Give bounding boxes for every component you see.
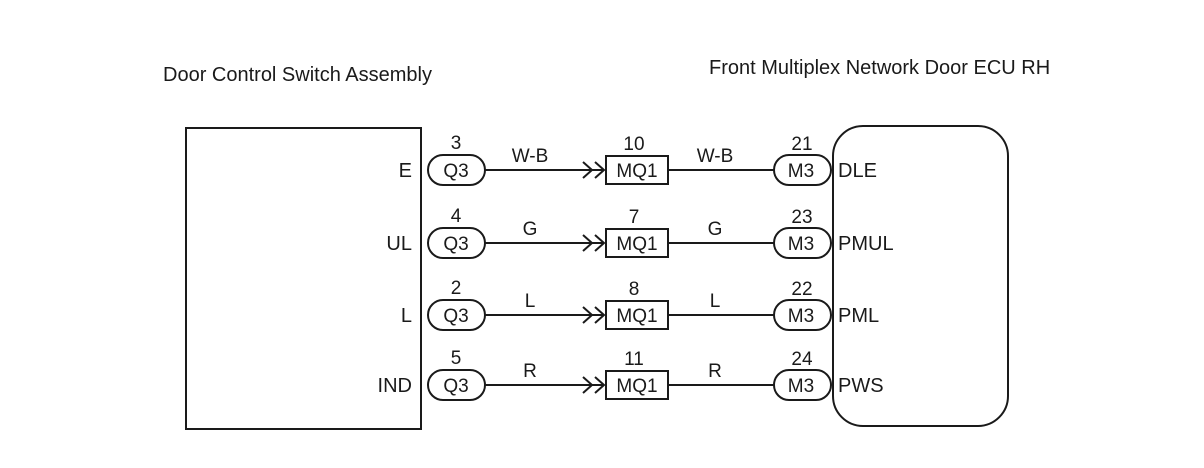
left-pin-number: 5 [451,348,462,369]
left-pin-label: E [399,160,412,182]
junction-pin-number: 8 [629,279,640,300]
left-pin-label: L [401,305,412,327]
left-pin-number: 3 [451,133,462,154]
junction-chevron-icon [594,306,606,324]
wire-color-left: G [523,219,538,240]
wire-color-right: L [710,291,721,312]
right-connector-label: M3 [788,306,814,327]
right-connector-label: M3 [788,234,814,255]
junction-pin-number: 10 [623,134,644,155]
junction-connector-label: MQ1 [616,376,657,397]
wire-color-left: L [525,291,536,312]
right-pin-number: 23 [791,207,812,228]
left-component-title: Door Control Switch Assembly [163,64,432,86]
left-connector-label: Q3 [443,306,468,327]
junction-connector-label: MQ1 [616,234,657,255]
left-connector-label: Q3 [443,161,468,182]
junction-chevron-icon [582,161,594,179]
left-pin-label: UL [386,233,412,255]
door-ecu-box [832,125,1009,427]
left-pin-label: IND [378,375,412,397]
junction-chevron-icon [594,376,606,394]
junction-pin-number: 11 [624,349,644,370]
junction-chevron-icon [582,376,594,394]
junction-chevron-icon [594,234,606,252]
right-pin-label: PML [838,305,879,327]
wire-color-right: R [708,361,722,382]
right-pin-number: 21 [791,134,812,155]
left-connector-label: Q3 [443,234,468,255]
junction-pin-number: 7 [629,207,640,228]
left-connector-label: Q3 [443,376,468,397]
right-connector [773,154,832,186]
right-connector [773,369,832,401]
left-pin-number: 2 [451,278,462,299]
right-pin-label: PWS [838,375,884,397]
wire-color-right: W-B [697,146,734,167]
door-control-switch-box [185,127,422,430]
wire-color-right: G [708,219,723,240]
junction-chevron-icon [582,234,594,252]
right-pin-number: 24 [791,349,813,370]
junction-chevron-icon [594,161,606,179]
right-connector [773,227,832,259]
right-connector [773,299,832,331]
right-component-title: Front Multiplex Network Door ECU RH [709,57,1050,79]
right-pin-number: 22 [791,279,812,300]
right-pin-label: DLE [838,160,877,182]
junction-connector-label: MQ1 [616,161,657,182]
right-connector-label: M3 [788,376,814,397]
junction-connector-label: MQ1 [616,306,657,327]
wire-color-left: R [523,361,537,382]
left-pin-number: 4 [451,206,462,227]
right-pin-label: PMUL [838,233,894,255]
right-connector-label: M3 [788,161,814,182]
wire-color-left: W-B [512,146,549,167]
junction-chevron-icon [582,306,594,324]
